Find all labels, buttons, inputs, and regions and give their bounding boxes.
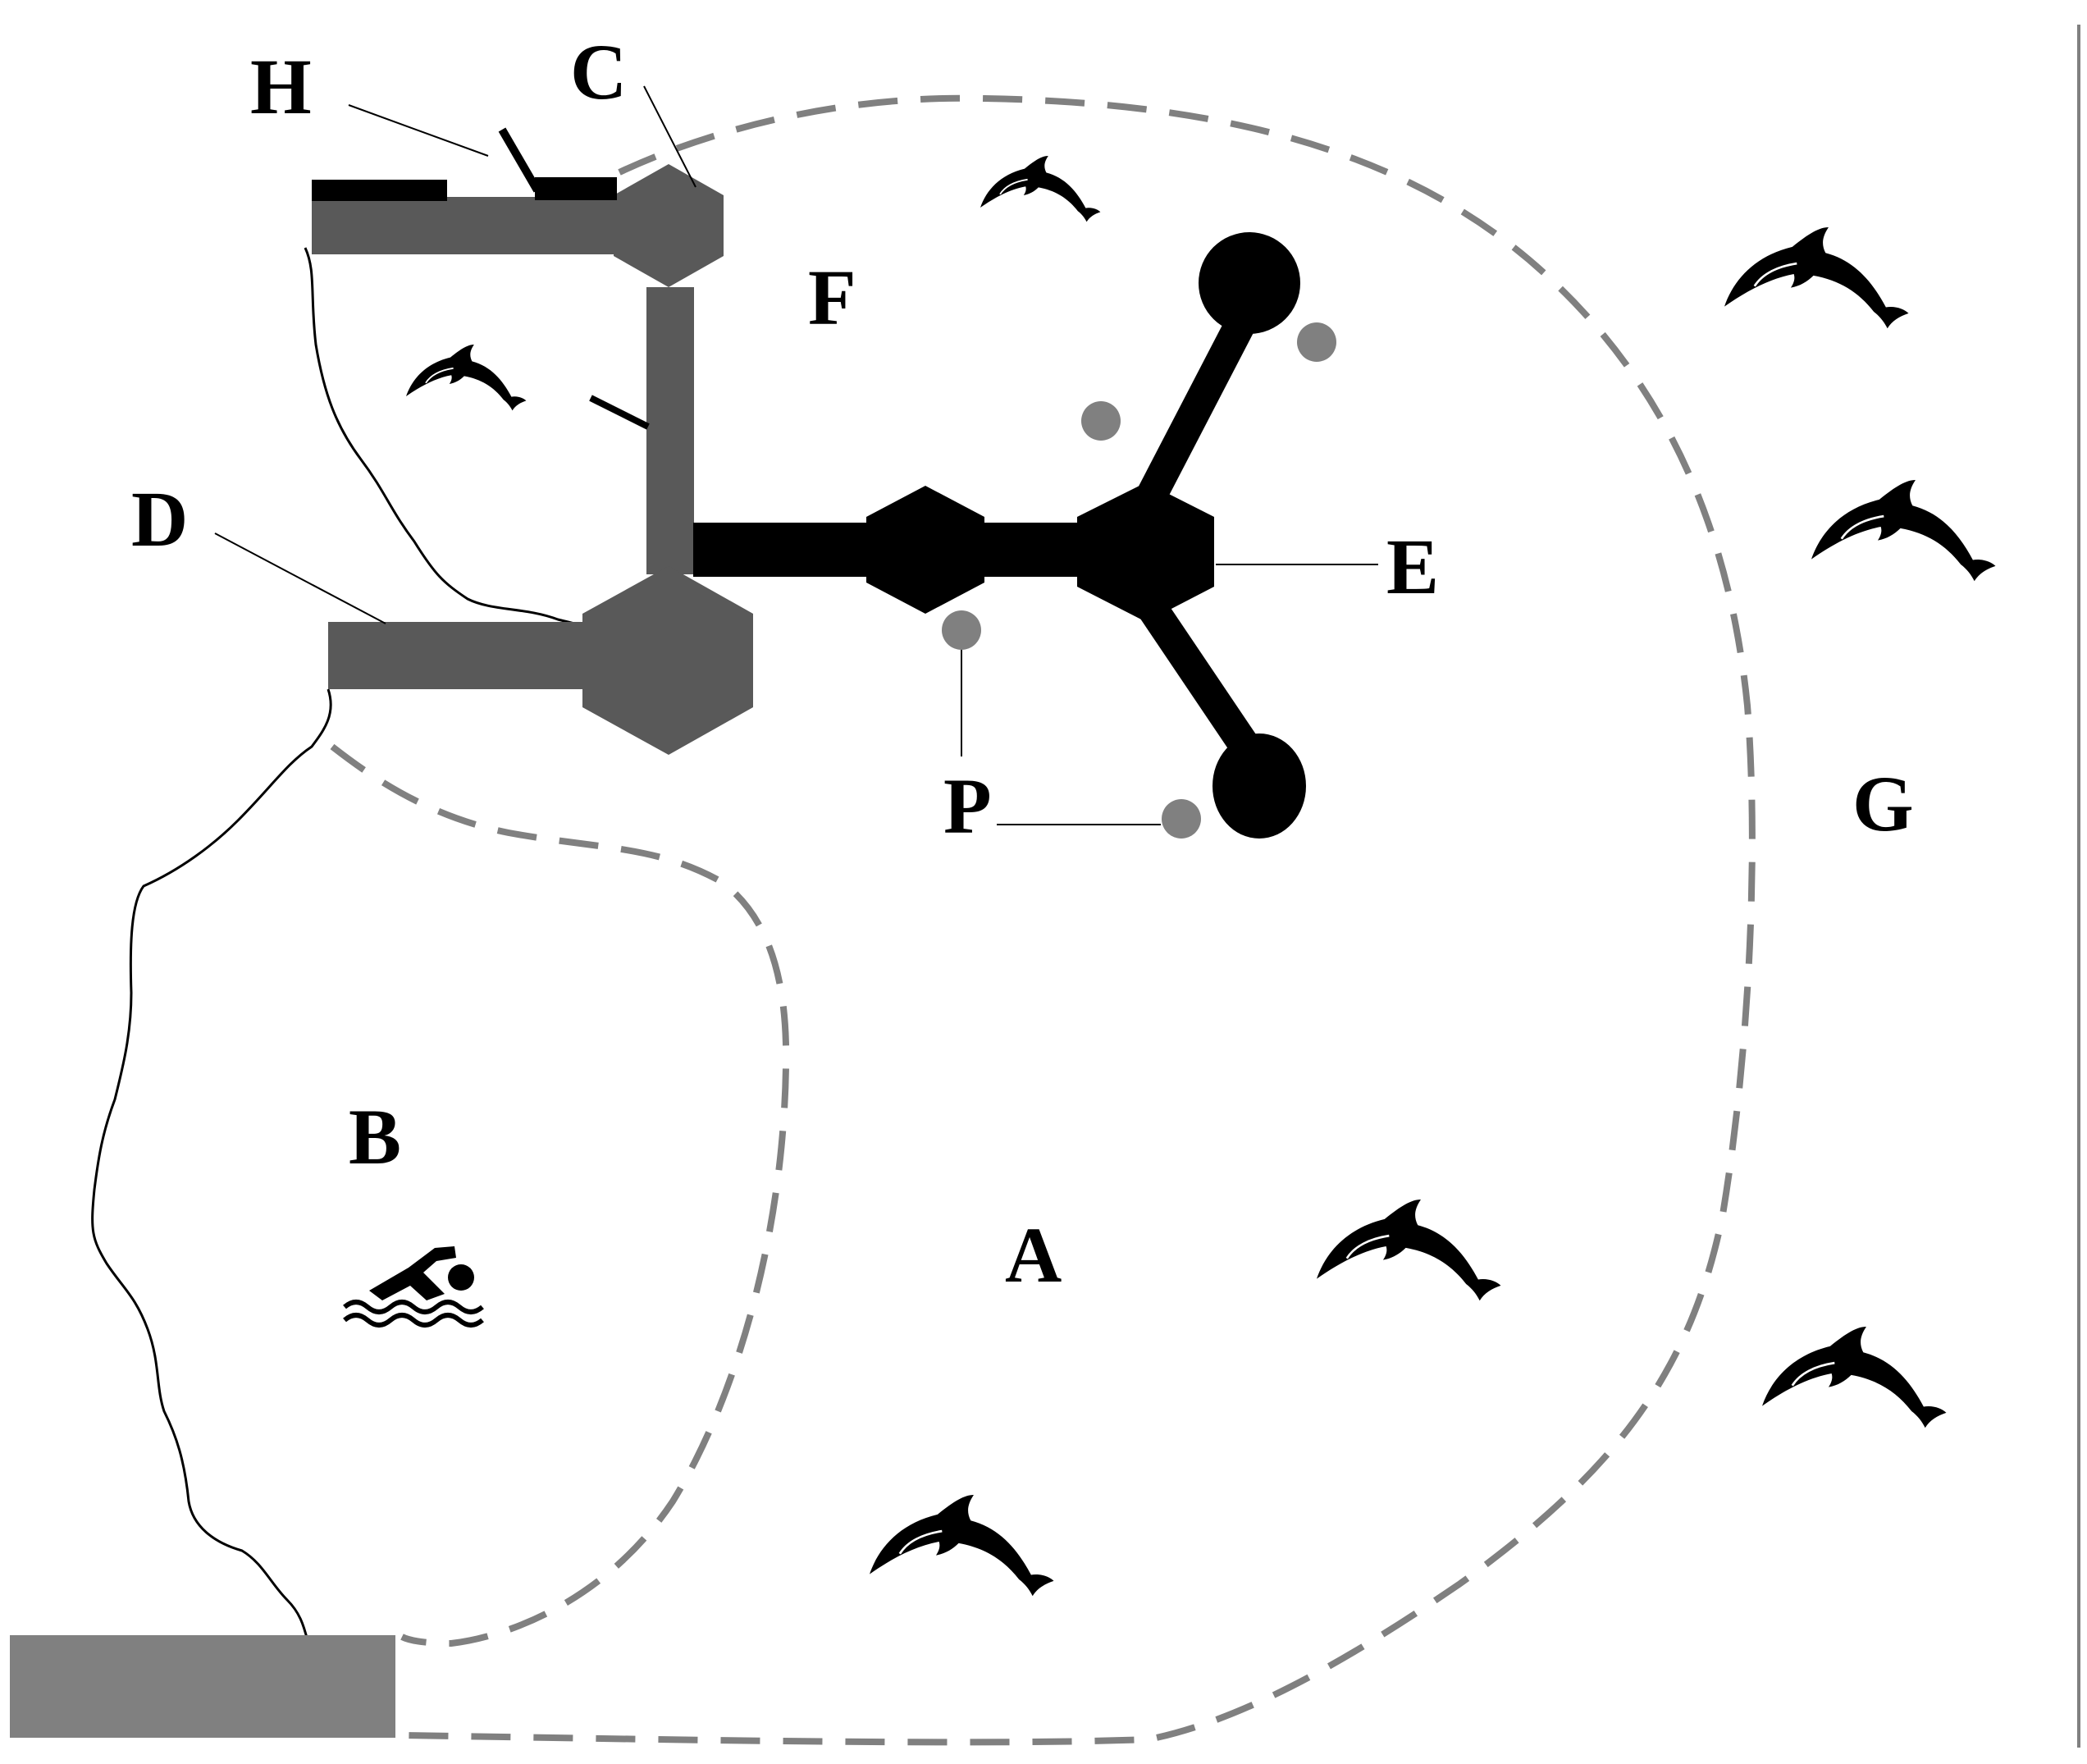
structure-h-post bbox=[498, 127, 541, 193]
label-g: G bbox=[1852, 760, 1914, 848]
point-p-1 bbox=[1297, 322, 1336, 362]
structure-e-hexagon bbox=[1077, 482, 1214, 622]
point-p-2 bbox=[1081, 401, 1121, 441]
dolphin-icon bbox=[1723, 226, 1910, 330]
label-f: F bbox=[808, 254, 856, 341]
structure-e-node-lower bbox=[1212, 733, 1306, 839]
structure-e-arm-upper bbox=[1126, 296, 1265, 524]
label-p: P bbox=[943, 762, 992, 850]
connector-stub bbox=[589, 395, 650, 430]
label-d: D bbox=[131, 475, 188, 563]
zone-a-boundary bbox=[401, 94, 1756, 1746]
label-b: B bbox=[349, 1093, 401, 1181]
dolphin-icon bbox=[1810, 478, 1997, 583]
label-c: C bbox=[570, 28, 627, 116]
leader-d bbox=[214, 532, 386, 624]
leader-h bbox=[348, 104, 489, 157]
point-p-4 bbox=[1162, 799, 1201, 839]
swimmer-icon bbox=[343, 1246, 484, 1328]
dolphin-icon bbox=[980, 155, 1102, 223]
leader-c bbox=[643, 85, 696, 188]
zone-b-boundary bbox=[330, 743, 790, 1647]
structure-e-arm-lower bbox=[1127, 582, 1272, 776]
dolphin-icon bbox=[868, 1493, 1055, 1597]
label-e: E bbox=[1386, 523, 1439, 610]
structure-h-bar-left bbox=[312, 180, 447, 201]
structure-e-node-upper bbox=[1199, 232, 1300, 334]
label-h: H bbox=[250, 43, 312, 130]
vertical-connector bbox=[646, 287, 694, 574]
structure-d-arm bbox=[328, 622, 607, 689]
coastline bbox=[91, 247, 587, 1642]
structure-c-arm bbox=[312, 197, 640, 254]
label-a: A bbox=[1005, 1211, 1062, 1299]
point-p-3 bbox=[942, 610, 981, 650]
dolphin-icon bbox=[405, 344, 527, 412]
bottom-structure bbox=[10, 1635, 395, 1738]
dolphin-icon bbox=[1760, 1325, 1948, 1429]
structure-d-hexagon bbox=[582, 566, 753, 755]
pipeline-hexagon bbox=[866, 486, 984, 614]
dolphin-icon bbox=[1315, 1198, 1502, 1302]
structure-c-hexagon bbox=[614, 164, 724, 287]
structure-h-bar-right bbox=[535, 177, 617, 200]
